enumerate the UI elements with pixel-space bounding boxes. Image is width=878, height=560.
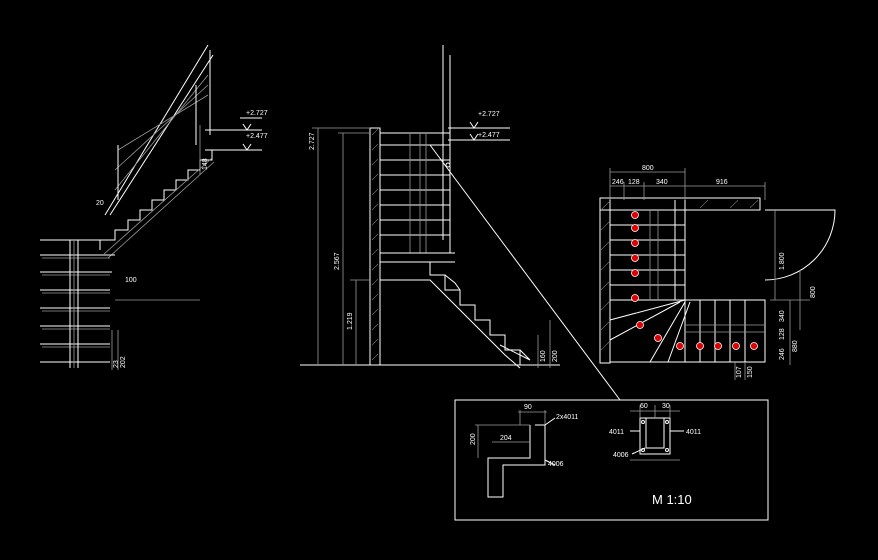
detail-dim-5: 30 — [662, 403, 670, 410]
plan-side-dim-3: 246 — [779, 348, 786, 360]
detail-dim-2: 200 — [470, 433, 477, 445]
plan-bottom-dim-2: 150 — [747, 366, 754, 378]
detail-dim-1: 90 — [524, 404, 532, 411]
detail-label-5: 4006 — [613, 452, 629, 459]
detail-label-2: 4006 — [548, 461, 564, 468]
plan-top-dim-4: 340 — [656, 179, 668, 186]
detail-box: 90 200 204 2x4011 4006 60 30 4011 4011 4… — [454, 399, 769, 521]
side-level-top: +2.727 — [246, 110, 268, 117]
side-dim-2: 148 — [202, 158, 209, 170]
front-dim-landing: 2.567 — [334, 252, 341, 270]
plan-top-dim-1: 800 — [642, 165, 654, 172]
detail-dim-3: 204 — [500, 435, 512, 442]
plan-top-dim-3: 128 — [628, 179, 640, 186]
plan-side-dim-1: 1.800 — [779, 252, 786, 270]
plan-side-dim-4: 128 — [779, 328, 786, 340]
side-dim-4: 202 — [120, 356, 127, 368]
front-dim-step: 200 — [552, 350, 559, 362]
plan-side-dim-2: 800 — [810, 286, 817, 298]
side-dim-5: 23 — [113, 360, 120, 368]
front-dim-rise: 160 — [540, 350, 547, 362]
plan-top-dim-5: 916 — [716, 179, 728, 186]
detail-scale: M 1:10 — [652, 492, 692, 507]
front-level-bottom: +2.477 — [478, 132, 500, 139]
front-level-top: +2.727 — [478, 111, 500, 118]
detail-label-4: 4011 — [686, 429, 701, 436]
detail-label-1: 2x4011 — [556, 414, 579, 421]
detail-label-3: 4011 — [609, 429, 624, 436]
side-view: +2.727 +2.477 20 148 100 202 23 — [40, 44, 268, 370]
front-dim-lower: 1.219 — [347, 312, 354, 330]
front-view: 2.727 2.567 1.219 160 200 +2.727 +2.477 — [300, 45, 621, 401]
side-dim-3: 100 — [125, 277, 137, 284]
front-dim-total: 2.727 — [309, 132, 316, 150]
detail-dim-4: 60 — [640, 403, 648, 410]
side-dim-1: 20 — [96, 200, 104, 207]
plan-top-dim-2: 246 — [612, 179, 624, 186]
plan-bottom-dim-1: 107 — [736, 366, 743, 378]
side-level-bottom: +2.477 — [246, 133, 268, 140]
plan-markers — [631, 211, 758, 350]
plan-view: 800 246 128 340 916 1.800 800 246 128 34… — [599, 165, 836, 380]
plan-side-dim-5: 340 — [779, 310, 786, 322]
plan-side-dim-6: 880 — [792, 340, 799, 352]
